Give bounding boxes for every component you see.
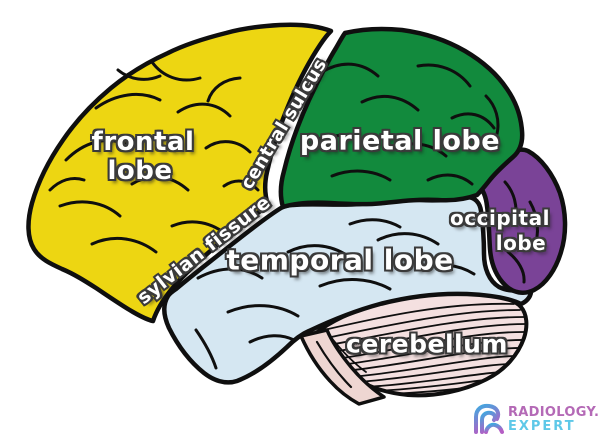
parietal-lobe-label: parietal lobe <box>299 125 501 157</box>
occipital-lobe-label-line2: lobe <box>495 231 547 255</box>
parietal-sulci <box>310 62 500 186</box>
parietal-lobe-region <box>278 26 525 210</box>
logo-tagline-text: EXPERT <box>508 419 576 434</box>
radiology-expert-logo: RADIOLOGY. EXPERT <box>472 403 599 436</box>
brainstem-line <box>315 340 353 389</box>
occipital-sulci <box>503 180 539 284</box>
temporal-lobe-label: temporal lobe <box>226 243 454 277</box>
occipital-lobe-region <box>476 147 568 295</box>
frontal-lobe-region <box>26 22 334 324</box>
frontal-lobe-label-line2: lobe <box>107 156 173 186</box>
frontal-lobe-label-line1: frontal <box>91 127 195 157</box>
cerebellum-label: cerebellum <box>346 329 508 359</box>
brain-outline-group <box>26 22 568 406</box>
radiology-expert-logo-svg: RADIOLOGY. EXPERT <box>474 403 599 434</box>
frontal-sulci <box>48 60 260 254</box>
logo-name-text: RADIOLOGY. <box>508 405 598 420</box>
temporal-sulci <box>194 218 476 370</box>
radiology-expert-r-icon <box>474 403 504 434</box>
occipital-lobe-label-line1: occipital <box>450 206 550 230</box>
